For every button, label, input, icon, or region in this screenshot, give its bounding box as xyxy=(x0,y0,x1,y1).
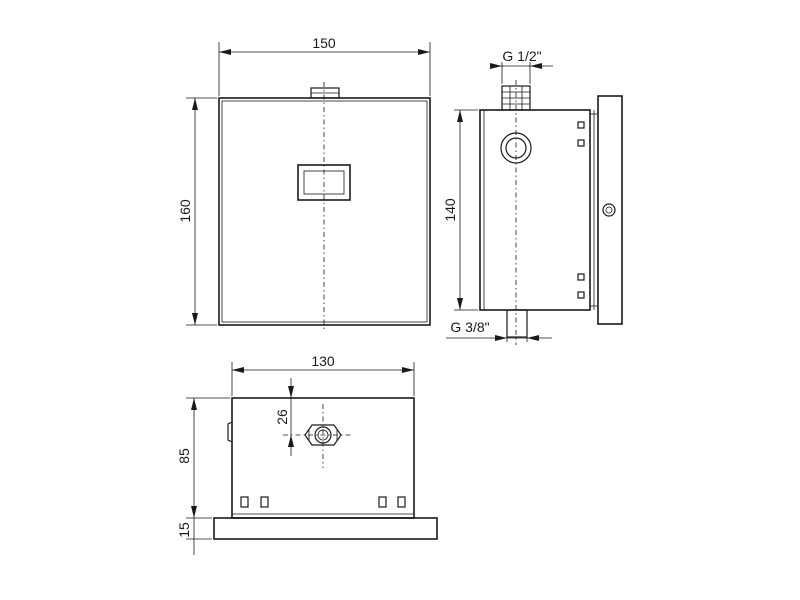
dim-bottom-depth: 85 15 xyxy=(176,397,230,555)
side-clip-3 xyxy=(577,273,585,281)
dim-side-thread-bottom: G 3/8" xyxy=(446,319,552,342)
side-clip-4 xyxy=(577,291,585,299)
dim-bottom-width: 130 xyxy=(231,353,415,396)
side-view: G 1/2" 140 G 3/8" xyxy=(442,48,623,345)
bottom-clip-1 xyxy=(240,496,249,508)
dim-bottom-offset: 26 xyxy=(274,378,294,456)
dim-side-thread-top-label: G 1/2" xyxy=(502,48,541,64)
side-front-plate xyxy=(597,95,623,325)
front-view: 150 160 xyxy=(177,35,431,332)
plate-screw xyxy=(602,203,616,217)
dim-front-height: 160 xyxy=(177,97,217,326)
side-bottom-fitting xyxy=(506,309,528,338)
dim-front-width-label: 150 xyxy=(312,35,336,51)
dim-bottom-depth-label: 85 xyxy=(176,448,192,464)
dim-side-thread-bottom-label: G 3/8" xyxy=(450,319,489,335)
bottom-side-bump xyxy=(227,421,233,443)
dim-bottom-plate-label: 15 xyxy=(176,522,192,538)
dim-bottom-offset-label: 26 xyxy=(274,409,290,425)
bottom-clip-2 xyxy=(260,496,269,508)
bottom-base-plate xyxy=(213,517,438,540)
dim-front-height-label: 160 xyxy=(177,199,193,223)
side-clip-2 xyxy=(577,139,585,147)
dim-bottom-width-label: 130 xyxy=(311,353,335,369)
bottom-view: 130 26 85 15 xyxy=(176,353,438,555)
dim-side-height: 140 xyxy=(442,109,478,311)
bottom-clip-3 xyxy=(378,496,387,508)
front-inner-border xyxy=(221,100,428,323)
dim-side-thread-top: G 1/2" xyxy=(490,48,553,84)
dim-front-width: 150 xyxy=(218,35,431,96)
dim-side-height-label: 140 xyxy=(442,198,458,222)
bottom-clip-4 xyxy=(397,496,406,508)
side-body xyxy=(479,109,591,311)
front-body xyxy=(218,97,431,326)
side-clip-1 xyxy=(577,121,585,129)
